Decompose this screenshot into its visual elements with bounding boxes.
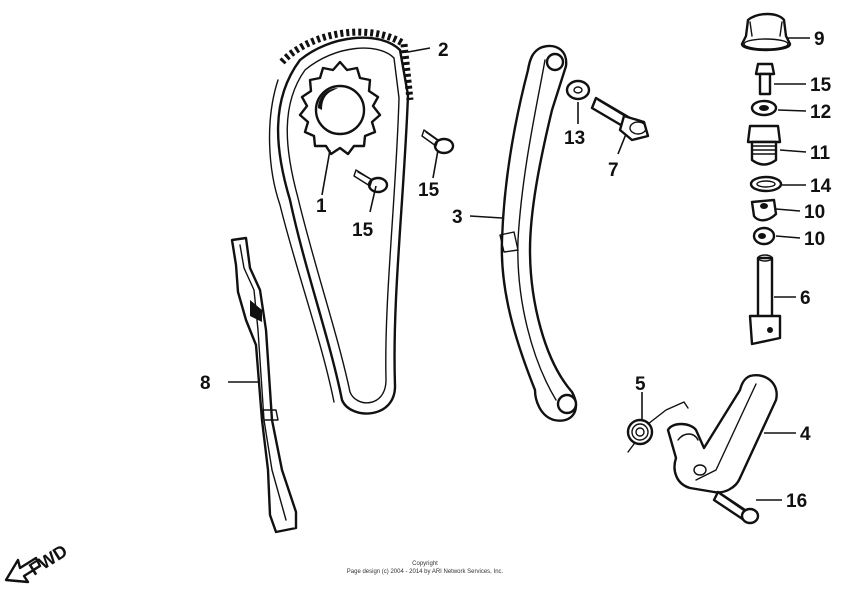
copyright-line-1: Copyright: [412, 561, 438, 567]
bolt-15-upper: [754, 62, 776, 96]
label-5: 5: [635, 374, 646, 395]
washer-13: [565, 79, 591, 101]
label-3: 3: [452, 207, 463, 228]
label-10b: 10: [804, 229, 825, 250]
label-15c: 15: [810, 75, 832, 96]
label-2: 2: [438, 40, 449, 61]
fwd-label: FWD: [26, 541, 71, 580]
chain-guide: [230, 236, 298, 534]
cam-chain: [268, 28, 414, 415]
leader-lines: [228, 37, 810, 501]
label-10a: 10: [804, 202, 825, 223]
label-14: 14: [810, 176, 832, 197]
o-ring-14: [749, 175, 783, 193]
label-6: 6: [800, 288, 811, 309]
label-12: 12: [810, 102, 831, 123]
tensioner-lever-4: [666, 374, 778, 494]
label-15a: 15: [352, 220, 374, 241]
label-15b: 15: [418, 180, 440, 201]
collar-10-upper: [750, 198, 778, 222]
push-rod-6: [748, 254, 782, 346]
bolt-7: [590, 96, 650, 142]
bolt-15-right: [421, 129, 455, 155]
label-11: 11: [810, 143, 831, 164]
cam-sprocket: [298, 60, 382, 156]
label-7: 7: [608, 160, 619, 181]
copyright-line-2: Page design (c) 2004 - 2014 by ARI Netwo…: [347, 569, 504, 575]
tensioner-arm: [499, 44, 578, 422]
bolt-15-left: [353, 169, 389, 194]
spring-5: [626, 401, 689, 453]
collar-10-lower: [752, 226, 776, 246]
label-9: 9: [814, 29, 825, 50]
label-4: 4: [800, 424, 811, 445]
label-16: 16: [786, 491, 807, 512]
bolt-16: [712, 490, 760, 525]
fwd-arrow-icon: [4, 556, 42, 584]
label-1: 1: [316, 196, 327, 217]
adjuster-nut-11: [746, 124, 782, 166]
tensioner-cap-9: [740, 12, 792, 52]
washer-12: [750, 99, 778, 117]
label-8: 8: [200, 373, 211, 394]
label-13: 13: [564, 128, 585, 149]
